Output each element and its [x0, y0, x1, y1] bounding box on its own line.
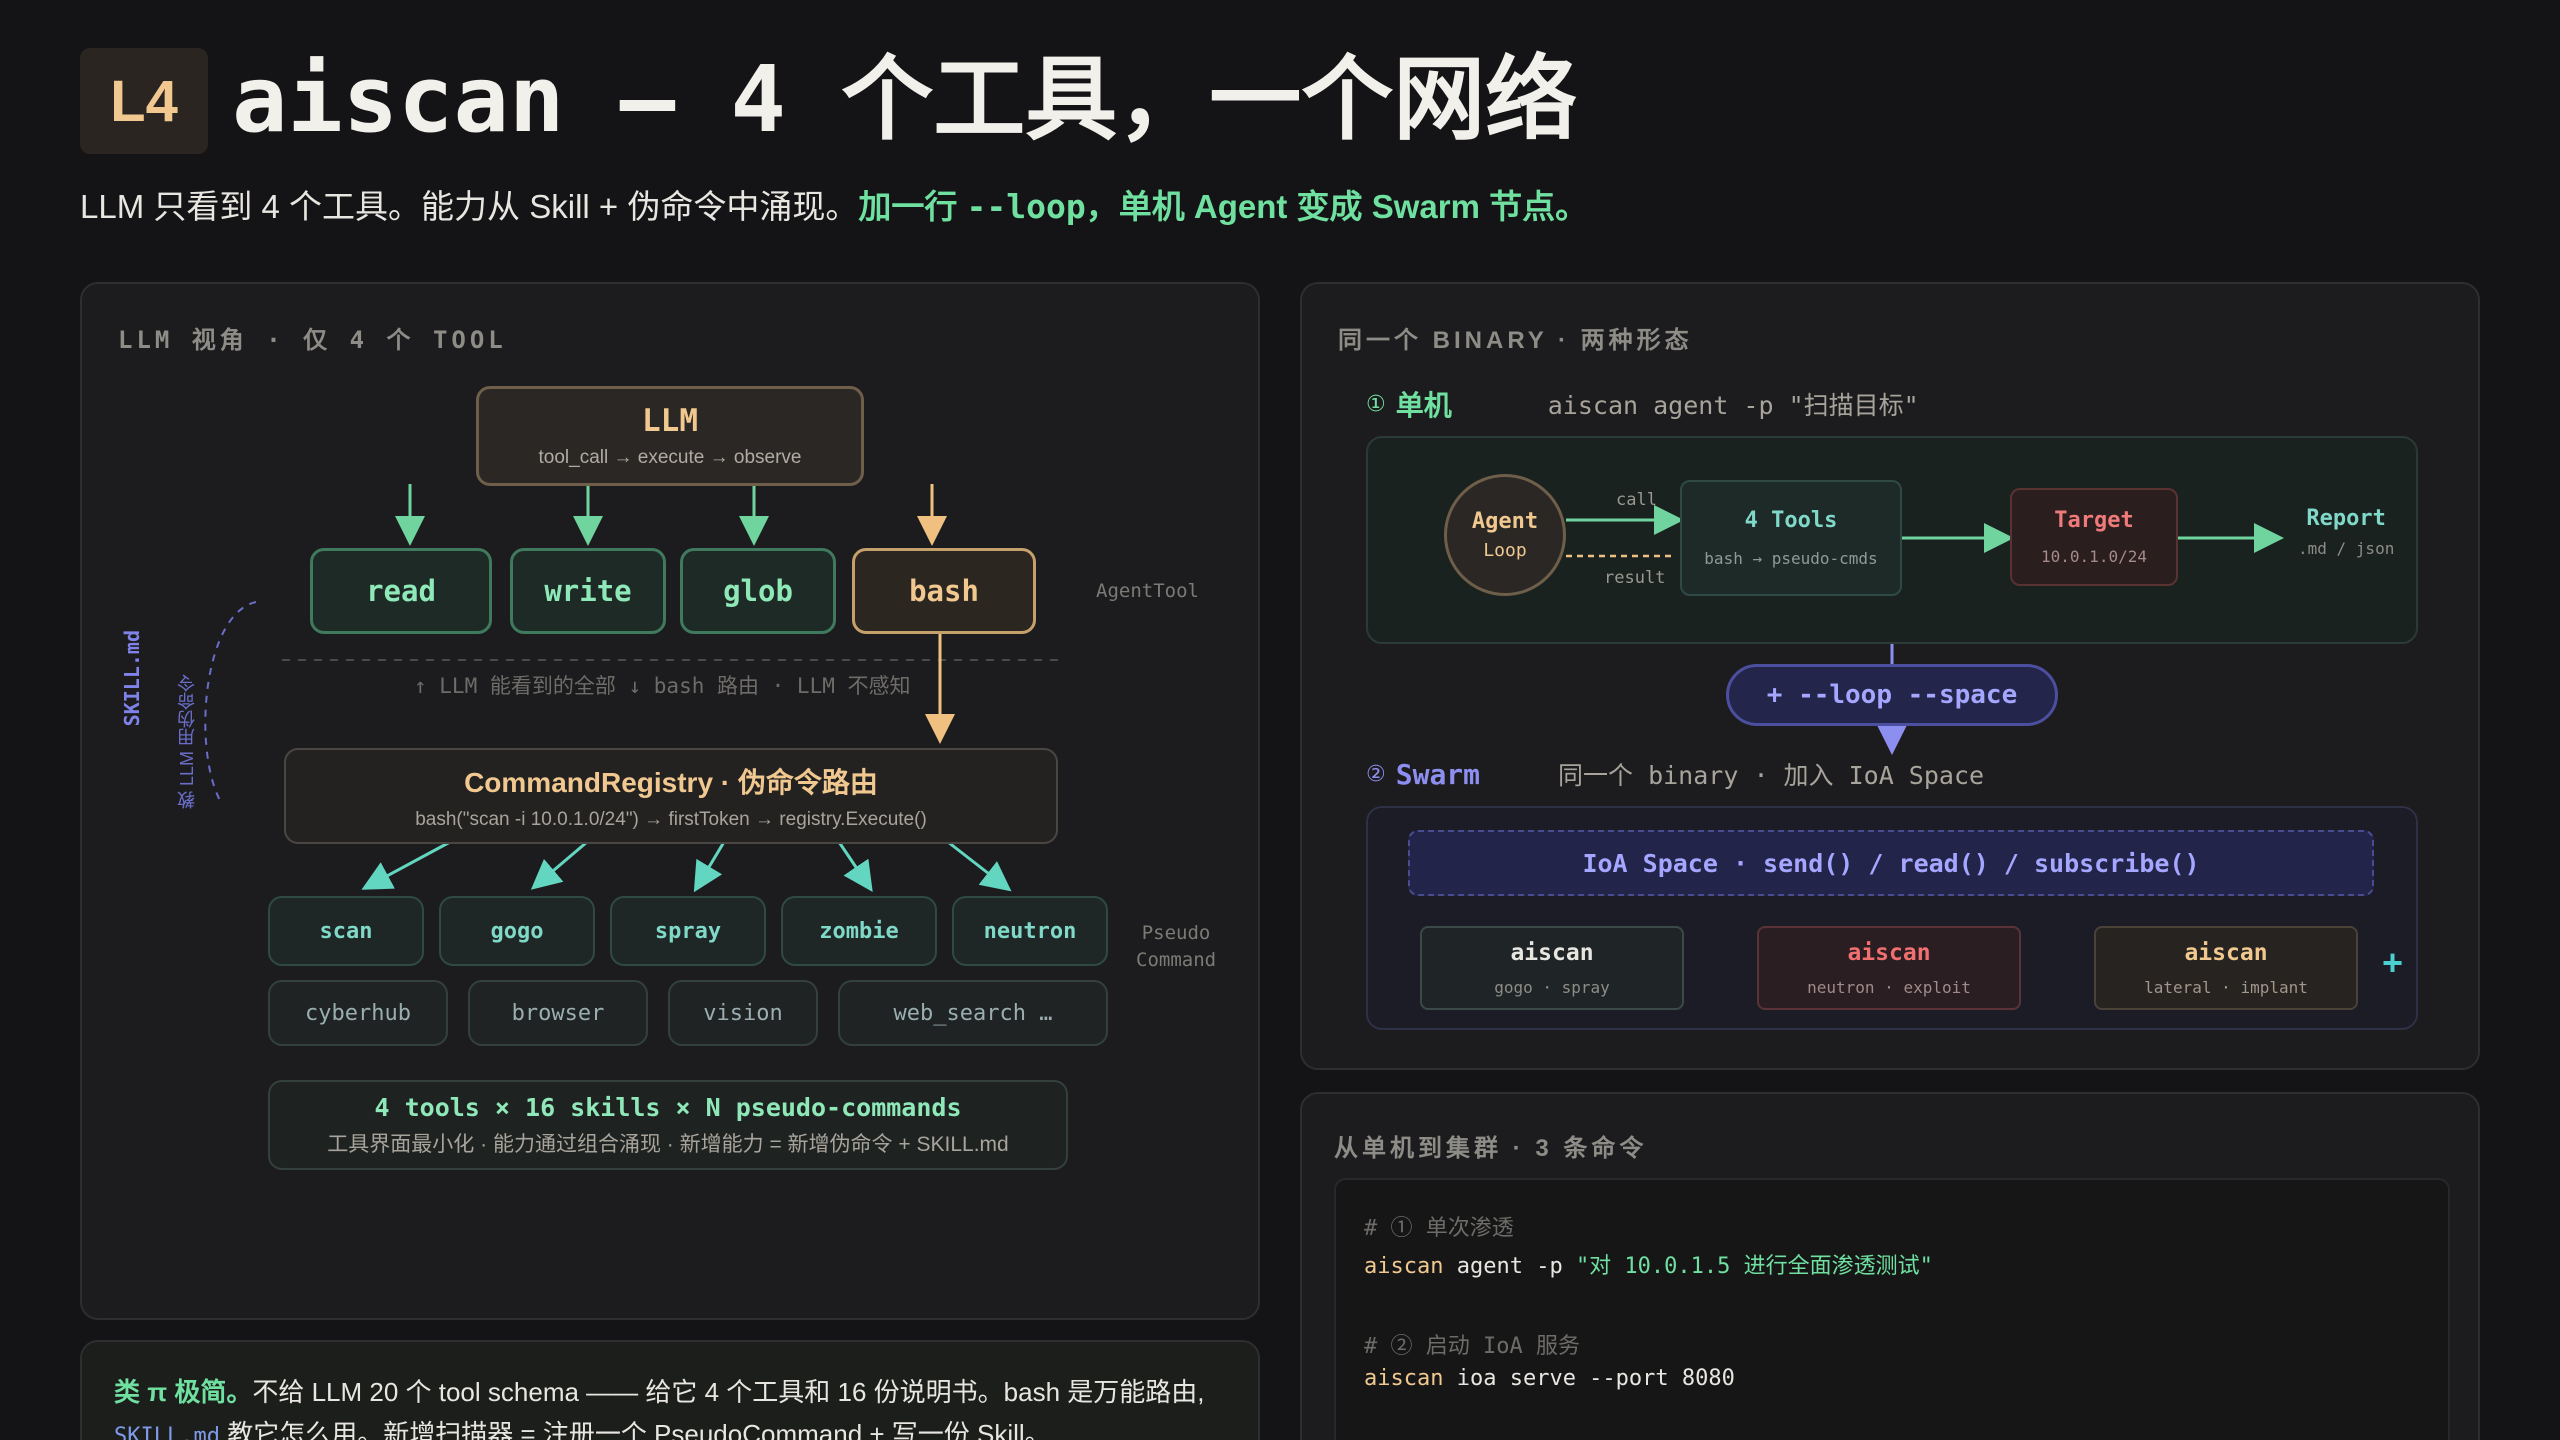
page-subtitle: LLM 只看到 4 个工具。能力从 Skill + 伪命令中涌现。加一行 --l…	[80, 180, 1588, 228]
target-title: Target	[2054, 508, 2134, 533]
bottom-note-lead: 类 π 极简。	[114, 1377, 253, 1407]
code-line-1-args: agent -p	[1443, 1254, 1576, 1279]
summary-title: 4 tools × 16 skills × N pseudo-commands	[374, 1092, 962, 1122]
summary-box: 4 tools × 16 skills × N pseudo-commands …	[268, 1080, 1068, 1170]
tool-glob: glob	[680, 548, 836, 634]
pseudo-cmd-neutron: neutron	[952, 896, 1108, 966]
pseudo-label-line1: Pseudo	[1141, 922, 1211, 944]
pseudo-label-line2: Command	[1136, 948, 1217, 971]
tools-box-node: 4 Tools bash → pseudo-cmds	[1680, 480, 1902, 596]
mode2-num: ②	[1366, 761, 1386, 786]
code-line-1-cmd: aiscan	[1364, 1254, 1444, 1279]
swarm-node-1-title: aiscan	[1510, 939, 1594, 966]
subtitle-highlight-a: 加一行	[858, 188, 967, 225]
mode1-header: ① 单机 aiscan agent -p "扫描目标"	[1366, 384, 1919, 424]
tool-bash: bash	[852, 548, 1036, 634]
subtitle-plain: LLM 只看到 4 个工具。能力从 Skill + 伪命令中涌现。	[80, 188, 859, 225]
target-subtitle: 10.0.1.0/24	[2041, 547, 2147, 566]
commands-label: 从单机到集群 · 3 条命令	[1334, 1135, 1648, 1162]
code-comment-1: # ① 单次渗透	[1364, 1216, 1514, 1241]
binary-modes-label: 同一个 BINARY · 两种形态	[1338, 327, 1693, 354]
mode1-num: ①	[1366, 391, 1386, 416]
code-block: # ① 单次渗透 aiscan agent -p "对 10.0.1.5 进行全…	[1334, 1178, 2450, 1440]
swarm-node-3-title: aiscan	[2184, 939, 2268, 966]
bottom-note-text1: 不给 LLM 20 个 tool schema —— 给它 4 个工具和 16 …	[252, 1377, 1205, 1407]
add-node-icon: +	[2382, 942, 2404, 983]
tools-box-subtitle: bash → pseudo-cmds	[1704, 549, 1878, 568]
call-label: call	[1616, 490, 1657, 510]
llm-node-title: LLM	[642, 403, 698, 439]
tools-box-title: 4 Tools	[1744, 508, 1838, 533]
swarm-node-1: aiscan gogo · spray	[1420, 926, 1684, 1010]
agent-line1: Agent	[1471, 509, 1539, 534]
target-box-node: Target 10.0.1.0/24	[2010, 488, 2178, 586]
code-line-1-str: "对 10.0.1.5 进行全面渗透测试"	[1575, 1254, 1933, 1279]
report-subtitle: .md / json	[2298, 539, 2395, 558]
code-line-2-cmd: aiscan	[1364, 1366, 1444, 1391]
agent-loop-node: Agent Loop	[1444, 474, 1566, 596]
skill-side-note: 教 LLM 用伪命令	[177, 674, 197, 810]
pseudo-cmd-spray: spray	[610, 896, 766, 966]
ext-cmd-web-search: web_search …	[838, 980, 1108, 1046]
mode2-desc: 同一个 binary · 加入 IoA Space	[1558, 761, 1985, 790]
skill-md-label: SKILL.md	[120, 630, 144, 727]
registry-title: CommandRegistry · 伪命令路由	[464, 767, 878, 798]
mode2-header: ② Swarm 同一个 binary · 加入 IoA Space	[1366, 756, 1984, 792]
standalone-flow-arrows	[1551, 505, 2284, 926]
command-registry-node: CommandRegistry · 伪命令路由 bash("scan -i 10…	[284, 748, 1058, 844]
badge-text: L4	[110, 68, 178, 134]
mode2-name: Swarm	[1395, 757, 1481, 791]
swarm-node-1-subtitle: gogo · spray	[1494, 977, 1610, 997]
swarm-node-2-title: aiscan	[1847, 939, 1931, 966]
commands-panel: 从单机到集群 · 3 条命令 # ① 单次渗透 aiscan agent -p …	[1300, 1092, 2480, 1440]
summary-subtitle: 工具界面最小化 · 能力通过组合涌现 · 新增能力 = 新增伪命令 + SKIL…	[327, 1132, 1009, 1156]
loop-space-pill: + --loop --space	[1726, 664, 2058, 726]
visibility-divider-note: ↑ LLM 能看到的全部 ↓ bash 路由 · LLM 不感知	[414, 674, 911, 698]
pseudo-command-label: Pseudo Command	[1136, 920, 1216, 973]
llm-flow-arrows	[204, 484, 1062, 893]
level-badge: L4	[80, 48, 208, 154]
bottom-note-panel: 类 π 极简。不给 LLM 20 个 tool schema —— 给它 4 个…	[80, 1340, 1260, 1440]
ext-cmd-browser: browser	[468, 980, 648, 1046]
report-node: Report .md / json	[2298, 506, 2394, 558]
swarm-node-3-subtitle: lateral · implant	[2144, 977, 2308, 997]
code-line-2: aiscan ioa serve --port 8080	[1364, 1366, 1735, 1391]
report-title: Report	[2306, 506, 2386, 531]
ioa-space-bar: IoA Space · send() / read() / subscribe(…	[1408, 830, 2374, 896]
bottom-note-text2: 教它怎么用。新增扫描器 = 注册一个 PseudoCommand + 写一份 S…	[219, 1418, 1051, 1440]
registry-subtitle: bash("scan -i 10.0.1.0/24") → firstToken…	[415, 809, 927, 830]
page-title: aiscan — 4 个工具，一个网络	[232, 46, 1578, 153]
subtitle-code: --loop	[966, 187, 1086, 226]
tool-read: read	[310, 548, 492, 634]
result-label: result	[1604, 568, 1666, 588]
code-line-2-args: ioa serve --port 8080	[1443, 1366, 1735, 1391]
swarm-node-3: aiscan lateral · implant	[2094, 926, 2358, 1010]
swarm-node-2: aiscan neutron · exploit	[1757, 926, 2021, 1010]
ext-cmd-cyberhub: cyberhub	[268, 980, 448, 1046]
swarm-node-2-subtitle: neutron · exploit	[1807, 977, 1971, 997]
pseudo-cmd-zombie: zombie	[781, 896, 937, 966]
tool-write: write	[510, 548, 666, 634]
pseudo-cmd-scan: scan	[268, 896, 424, 966]
llm-node-subtitle: tool_call → execute → observe	[538, 447, 802, 468]
binary-modes-panel: 同一个 BINARY · 两种形态 ① 单机 aiscan agent -p "…	[1300, 282, 2480, 1070]
bottom-note-code: SKILL.md	[114, 1423, 220, 1440]
pseudo-cmd-gogo: gogo	[439, 896, 595, 966]
code-line-1: aiscan agent -p "对 10.0.1.5 进行全面渗透测试"	[1364, 1248, 1933, 1280]
agent-line2: Loop	[1483, 540, 1527, 561]
llm-node: LLM tool_call → execute → observe	[476, 386, 864, 486]
bottom-note-text: 类 π 极简。不给 LLM 20 个 tool schema —— 给它 4 个…	[114, 1372, 1234, 1440]
mode1-cmd: aiscan agent -p "扫描目标"	[1547, 391, 1919, 420]
llm-view-label: LLM 视角 · 仅 4 个 TOOL	[118, 326, 507, 354]
ext-cmd-vision: vision	[668, 980, 818, 1046]
code-comment-2: # ② 启动 IoA 服务	[1364, 1334, 1580, 1359]
mode1-name: 单机	[1395, 390, 1452, 421]
subtitle-highlight-b: ，单机 Agent 变成 Swarm 节点。	[1085, 188, 1589, 225]
llm-view-panel: LLM 视角 · 仅 4 个 TOOL LLM tool_call → exec…	[80, 282, 1260, 1320]
agenttool-label: AgentTool	[1096, 580, 1199, 602]
